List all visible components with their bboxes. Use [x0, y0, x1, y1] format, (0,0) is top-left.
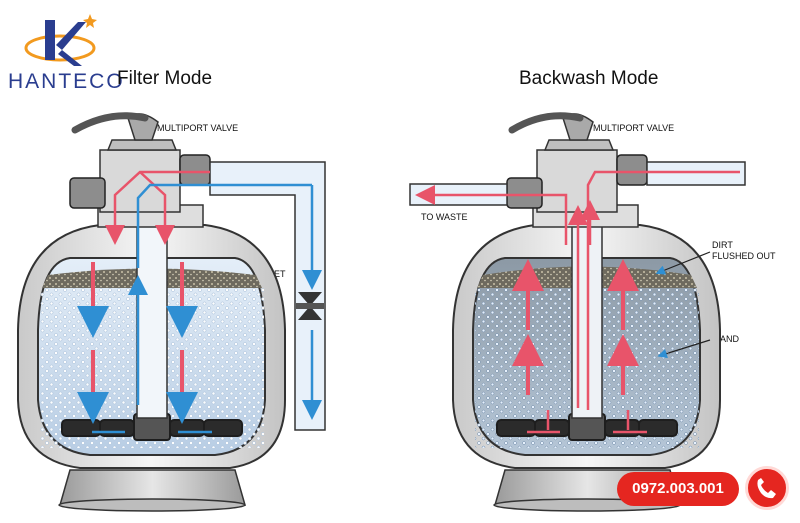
to-waste-label: TO WASTE	[421, 212, 468, 222]
backwash-multiport-valve-label: MULTIPORT VALVE	[593, 123, 675, 133]
brand-name: HANTECO	[8, 70, 125, 93]
dirt-flushed-out-label: DIRT FLUSHED OUT	[712, 240, 776, 261]
filter-mode-title: Filter Mode	[117, 68, 213, 89]
sand-label: SAND	[714, 334, 740, 344]
phone-number-button[interactable]: 0972.003.001	[617, 472, 739, 506]
filter-flow-arrows	[77, 170, 322, 434]
filter-multiport-valve-label: MULTIPORT VALVE	[157, 123, 239, 133]
hanteco-logo-icon	[24, 14, 97, 66]
backwash-mode-tank	[409, 112, 746, 512]
filter-mode-tank	[17, 112, 326, 512]
backwash-flow-arrows	[415, 170, 740, 434]
outlet-valve-label: OUTLET VALVE	[250, 269, 286, 290]
backwash-mode-title: Backwash Mode	[519, 68, 659, 89]
call-button[interactable]	[745, 466, 789, 510]
